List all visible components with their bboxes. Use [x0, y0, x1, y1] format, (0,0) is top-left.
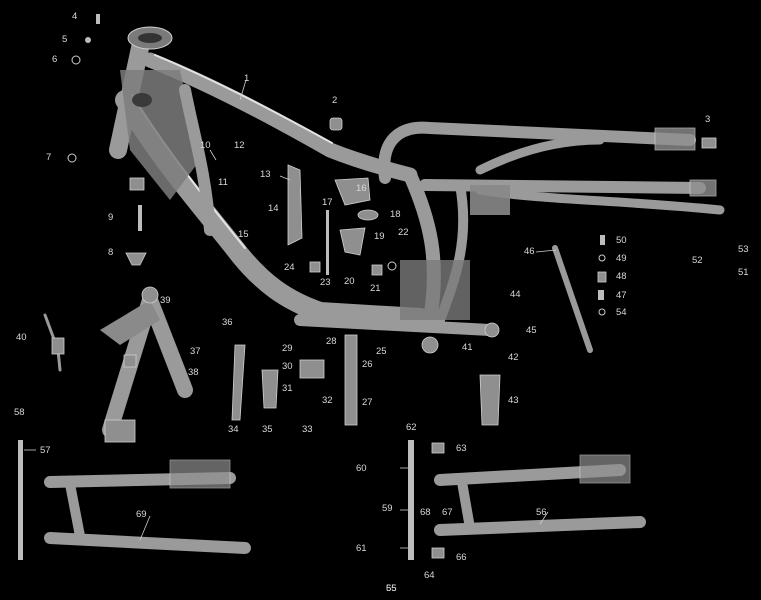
part-label: 62 — [406, 422, 417, 433]
part-label: 1 — [244, 73, 250, 84]
center-stand — [100, 286, 193, 443]
part-label: 40 — [16, 332, 27, 343]
part-label: 17 — [322, 197, 333, 208]
part-label: 15 — [238, 229, 249, 240]
part-label: 65 — [386, 583, 397, 594]
part-label: 43 — [508, 395, 519, 406]
part-label: 7 — [46, 152, 52, 163]
part-label: 14 — [268, 203, 279, 214]
swing-arm-left — [44, 459, 251, 554]
part-label: 61 — [356, 543, 367, 554]
part-label: 19 — [374, 231, 385, 242]
part-label: 4 — [72, 11, 78, 22]
leader-lines — [24, 79, 557, 549]
main-frame — [109, 26, 725, 354]
part-label: 31 — [282, 383, 293, 394]
part-label: 66 — [456, 552, 467, 563]
small-parts — [18, 14, 717, 560]
part-label: 51 — [738, 267, 749, 278]
part-label: 20 — [344, 276, 355, 287]
part-label: 24 — [284, 262, 295, 273]
part-label: 56 — [536, 507, 547, 518]
part-label: 16 — [356, 183, 367, 194]
part-label: 47 — [616, 290, 627, 301]
part-label: 12 — [234, 140, 245, 151]
part-label: 44 — [510, 289, 521, 300]
part-label: 22 — [398, 227, 409, 238]
part-label: 50 — [616, 235, 627, 246]
part-label: 23 — [320, 277, 331, 288]
part-label: 67 — [442, 507, 453, 518]
part-label: 49 — [616, 253, 627, 264]
part-label: 52 — [692, 255, 703, 266]
part-label: 39 — [160, 295, 171, 306]
part-label: 8 — [108, 247, 114, 258]
part-label: 11 — [218, 177, 228, 188]
part-label: 13 — [260, 169, 271, 180]
part-label: 18 — [390, 209, 401, 220]
part-label: 46 — [524, 246, 535, 257]
part-label: 26 — [362, 359, 373, 370]
part-label: 69 — [136, 509, 147, 520]
part-label: 45 — [526, 325, 537, 336]
part-label: 29 — [282, 343, 293, 354]
part-label: 55 — [386, 583, 397, 594]
part-label: 28 — [326, 336, 337, 347]
part-label: 68 — [420, 507, 431, 518]
part-label: 25 — [376, 346, 387, 357]
part-label: 32 — [322, 395, 333, 406]
part-label: 5 — [62, 34, 68, 45]
part-label: 9 — [108, 212, 114, 223]
part-label: 42 — [508, 352, 519, 363]
part-label: 10 — [200, 140, 211, 151]
part-label: 59 — [382, 503, 393, 514]
part-label: 58 — [14, 407, 25, 418]
part-label: 30 — [282, 361, 293, 372]
part-label: 27 — [362, 397, 373, 408]
part-label: 3 — [705, 114, 711, 125]
part-label: 60 — [356, 463, 367, 474]
part-label: 64 — [424, 570, 435, 581]
part-label: 35 — [262, 424, 273, 435]
part-label: 37 — [190, 346, 201, 357]
part-label: 34 — [228, 424, 239, 435]
part-label: 54 — [616, 307, 627, 318]
part-label: 53 — [738, 244, 749, 255]
swing-arm-right — [434, 454, 646, 536]
part-label: 21 — [370, 283, 381, 294]
part-label: 6 — [52, 54, 58, 65]
part-label: 38 — [188, 367, 199, 378]
part-label: 48 — [616, 271, 627, 282]
part-label: 63 — [456, 443, 467, 454]
part-label: 36 — [222, 317, 233, 328]
part-label: 33 — [302, 424, 313, 435]
part-label: 41 — [462, 342, 473, 353]
part-label: 2 — [332, 95, 338, 106]
part-label: 57 — [40, 445, 51, 456]
